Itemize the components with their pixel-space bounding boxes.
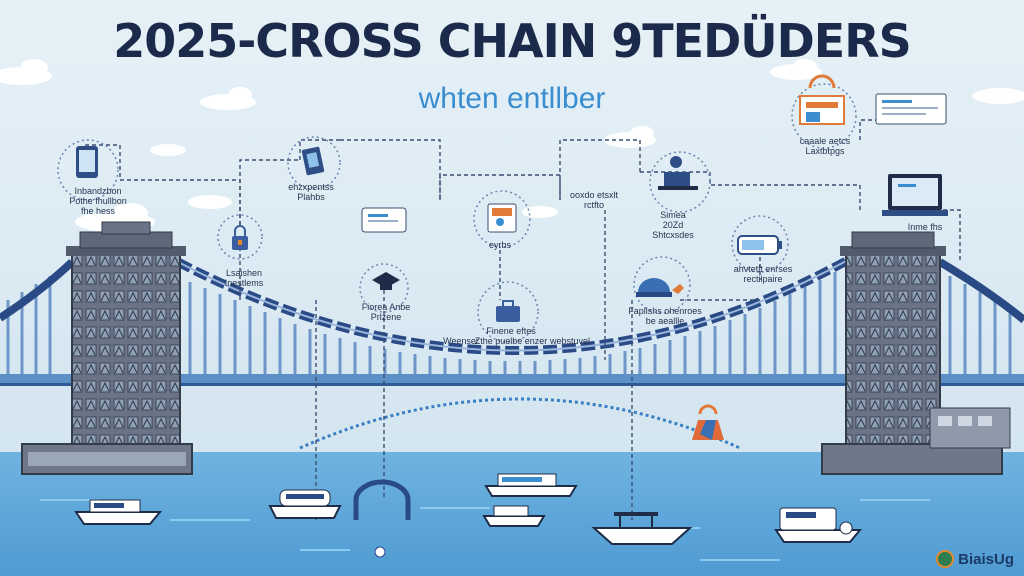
label-helmet: Fapllshs ohenroes be aeallle <box>628 306 702 326</box>
label-store: caaale aetcs Laxtbtpgs <box>799 136 851 156</box>
dotted-rings <box>57 83 857 343</box>
right-tower <box>821 231 1011 475</box>
buoy-arch <box>353 479 411 558</box>
person-at-desk-icon <box>658 156 698 190</box>
label-user-card: eyrbs <box>488 240 511 250</box>
page-subtitle: whten entllber <box>418 82 606 115</box>
page-title: 2025-CROSS CHAIN 9TEDÜDERS <box>113 14 912 68</box>
label-battery: ahvtetlt enrses rectilpaire <box>733 264 793 284</box>
label-document: ehzxpentss Plahbs <box>288 182 334 202</box>
message-card-icon <box>875 93 947 125</box>
label-graduation: Fiorea Anbe Prlzene <box>361 302 411 322</box>
boat-center <box>484 473 578 497</box>
label-tablet: Inbandzbon Pothe fhullbon fhe hess <box>69 186 127 216</box>
label-briefcase: Finene eftes Zthe puelbe enzer <box>474 326 548 346</box>
main-cables <box>0 256 1024 355</box>
suspender-cables <box>6 272 1012 374</box>
label-desk: Simea 20Zd Shtcxsdes <box>652 210 694 240</box>
store-icon <box>799 74 845 125</box>
handbag-icon <box>692 404 724 440</box>
helmet-icon <box>636 278 684 297</box>
label-laptop: Inme fhs <box>907 222 943 232</box>
brand-name: BiaisUg <box>958 550 1014 568</box>
left-tower <box>21 221 193 475</box>
tablet-icon <box>76 146 98 178</box>
document-icon <box>301 146 325 176</box>
boat-small <box>482 505 546 527</box>
boat-left <box>74 499 163 525</box>
lock-icon <box>232 225 248 250</box>
label-webstuvel: webstuvel <box>549 336 591 346</box>
user-card-icon <box>487 203 517 233</box>
graduation-cap-icon <box>372 272 400 290</box>
brand-logo: BiaisUg <box>936 550 1014 568</box>
label-lock: Lsaishen Inestlems <box>224 268 264 288</box>
ferry-boat <box>268 489 342 519</box>
globe-icon <box>936 550 955 568</box>
chat-bubble-icon <box>361 207 407 233</box>
boat-right <box>774 507 863 543</box>
battery-icon <box>737 235 782 255</box>
label-cloud: ooxdo etsxlt rctfto <box>569 190 619 210</box>
raft-boat <box>591 512 693 545</box>
laptop-icon <box>882 174 948 216</box>
bridge-deck <box>0 374 1024 386</box>
briefcase-icon <box>496 300 520 322</box>
label-weenser: Weenser <box>443 336 479 346</box>
